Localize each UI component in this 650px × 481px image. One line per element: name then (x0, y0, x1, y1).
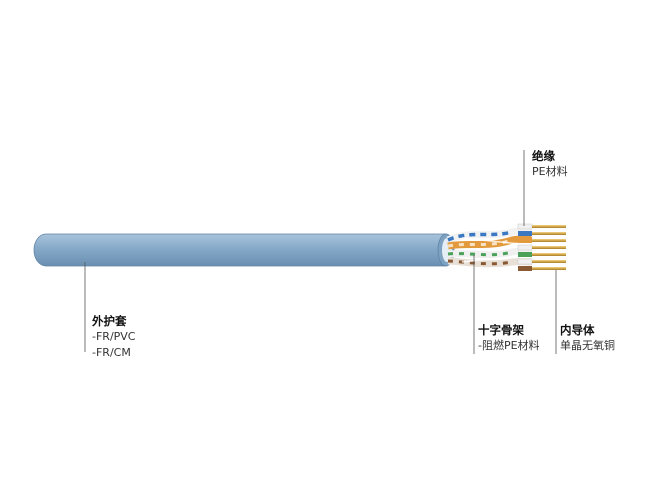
outer-jacket (33, 233, 455, 267)
label-insulation: 绝缘 PE材料 (532, 148, 568, 180)
insulation-wires (517, 223, 533, 271)
label-cross-filler-line-1: -阻燃PE材料 (478, 339, 540, 352)
copper-conductors (532, 225, 566, 270)
label-outer-jacket-title: 外护套 (92, 314, 127, 328)
label-outer-jacket-line-1: -FR/PVC (92, 330, 136, 343)
leader-lines (84, 150, 557, 354)
label-insulation-title: 绝缘 (532, 149, 555, 163)
label-cross-filler: 十字骨架 -阻燃PE材料 (478, 322, 540, 354)
label-outer-jacket-line-2: -FR/CM (92, 346, 131, 359)
twisted-pairs (446, 226, 534, 268)
label-conductor-title: 内导体 (560, 323, 595, 337)
label-conductor: 内导体 单晶无氧铜 (560, 322, 615, 354)
label-outer-jacket: 外护套 -FR/PVC -FR/CM (92, 313, 135, 361)
label-cross-filler-title: 十字骨架 (478, 323, 524, 337)
label-insulation-line-1: PE材料 (532, 165, 568, 178)
label-conductor-line-1: 单晶无氧铜 (560, 339, 615, 352)
